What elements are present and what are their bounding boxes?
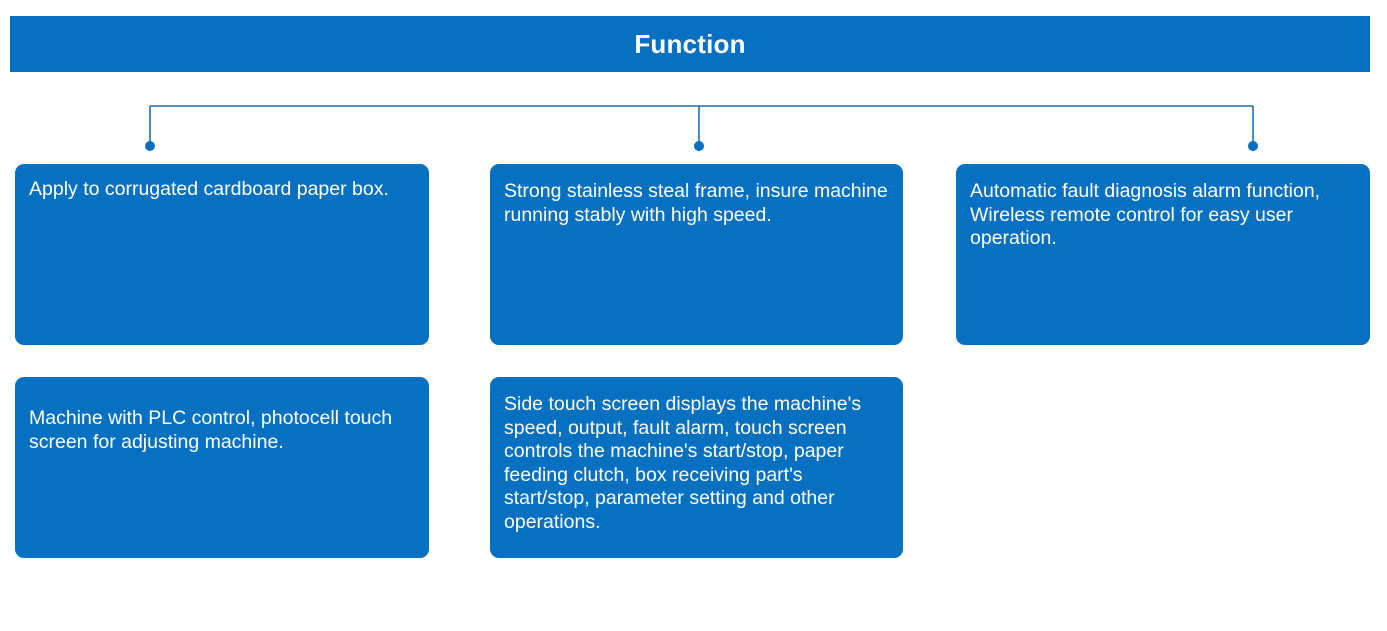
header-banner: Function: [10, 16, 1370, 72]
feature-card-text: Strong stainless steal frame, insure mac…: [504, 180, 894, 226]
feature-card-text: Side touch screen displays the machine's…: [504, 393, 867, 533]
feature-card-stainless-frame: Strong stainless steal frame, insure mac…: [490, 164, 903, 345]
connector-dot-middle: [694, 141, 704, 151]
feature-card-apply-to-cardboard: Apply to corrugated cardboard paper box.: [15, 164, 429, 345]
feature-card-text: Automatic fault diagnosis alarm function…: [970, 180, 1326, 249]
feature-card-plc-control: Machine with PLC control, photocell touc…: [15, 377, 429, 558]
feature-card-text: Apply to corrugated cardboard paper box.: [29, 178, 389, 200]
feature-card-text: Machine with PLC control, photocell touc…: [29, 407, 398, 453]
feature-card-fault-diagnosis: Automatic fault diagnosis alarm function…: [956, 164, 1370, 345]
page-title: Function: [634, 28, 746, 59]
connector-dot-left: [145, 141, 155, 151]
feature-card-side-touch-screen: Side touch screen displays the machine's…: [490, 377, 903, 558]
connector-dot-right: [1248, 141, 1258, 151]
